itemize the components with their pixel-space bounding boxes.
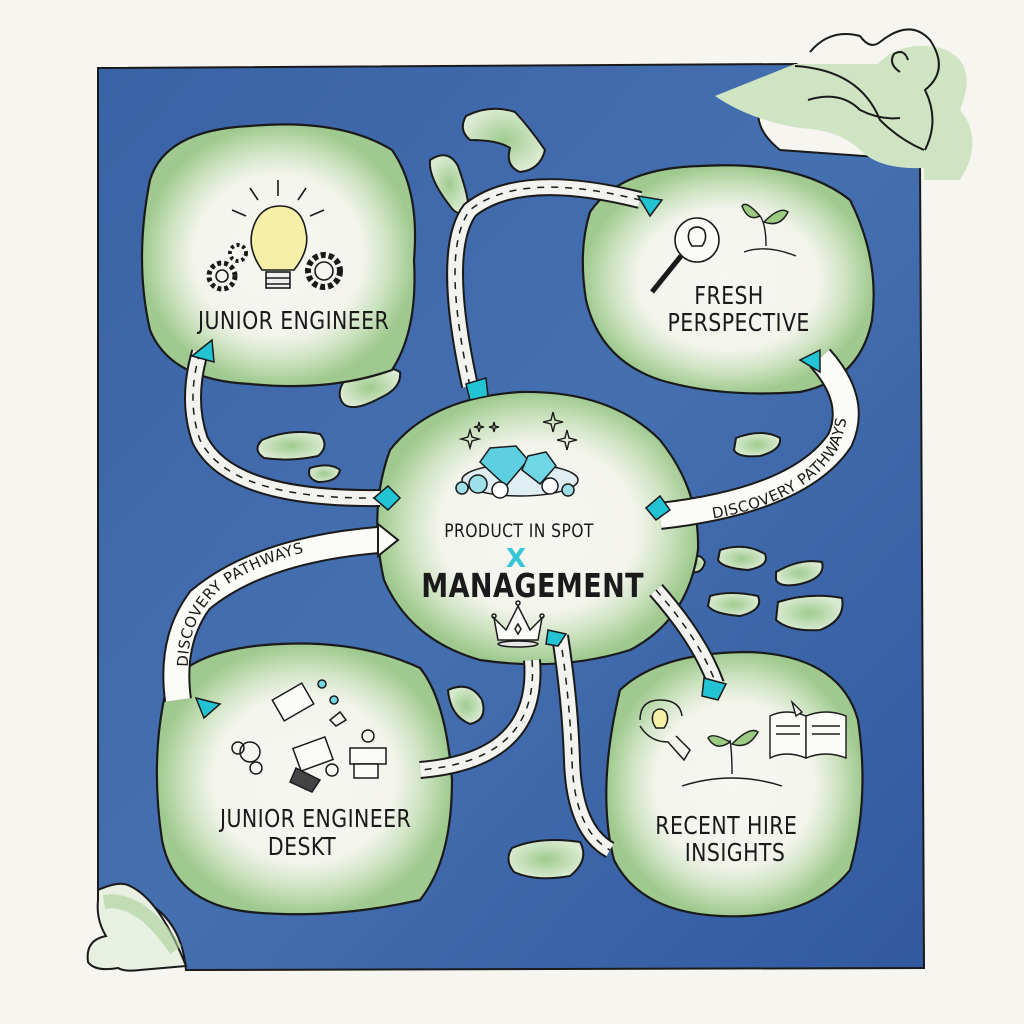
island-label-junior-engineer: JUNIOR ENGINEER — [198, 306, 390, 335]
marker-icon — [194, 696, 222, 720]
center-title: MANAGEMENT — [421, 566, 645, 605]
desk-gadgets-icon — [231, 679, 387, 793]
marker-icon — [701, 677, 728, 701]
open-book-icon — [769, 699, 847, 760]
island-label-desk-line2: DESKT — [267, 832, 337, 861]
coast-top-right — [715, 28, 973, 180]
marker-icon — [644, 494, 672, 522]
coast-bottom-left — [86, 882, 188, 972]
island-recent-hire-insights — [605, 650, 864, 918]
island-label-recent-hire-line2: INSIGHTS — [684, 838, 786, 867]
center-connector: X — [506, 544, 527, 574]
marker-icon — [798, 348, 821, 374]
lightbulb-icon — [231, 180, 325, 289]
marker-icon — [190, 338, 215, 364]
waypoint-markers — [190, 194, 821, 720]
island-label-recent-hire-line1: RECENT HIRE — [655, 811, 798, 840]
island-fresh-perspective — [581, 164, 875, 395]
gems-pile-icon — [455, 445, 579, 499]
sprout-icon — [741, 203, 797, 257]
marker-icon — [372, 484, 402, 512]
roads — [162, 178, 860, 858]
sparkle-icon — [458, 411, 578, 451]
center-subtitle: PRODUCT IN SPOT — [444, 520, 594, 542]
crown-icon — [491, 600, 545, 648]
island-label-desk-line1: JUNIOR ENGINEER — [220, 804, 412, 833]
sprout-icon — [681, 729, 783, 787]
marker-icon — [545, 629, 568, 647]
island-label-fresh-perspective-line1: FRESH — [694, 281, 764, 310]
island-label-fresh-perspective-line2: PERSPECTIVE — [667, 308, 810, 337]
marker-icon — [465, 377, 489, 401]
lightbulb-cycle-icon — [639, 699, 691, 762]
gears-icon — [206, 243, 343, 292]
marker-icon — [636, 194, 664, 218]
magnifier-lightbulb-icon — [650, 217, 720, 294]
